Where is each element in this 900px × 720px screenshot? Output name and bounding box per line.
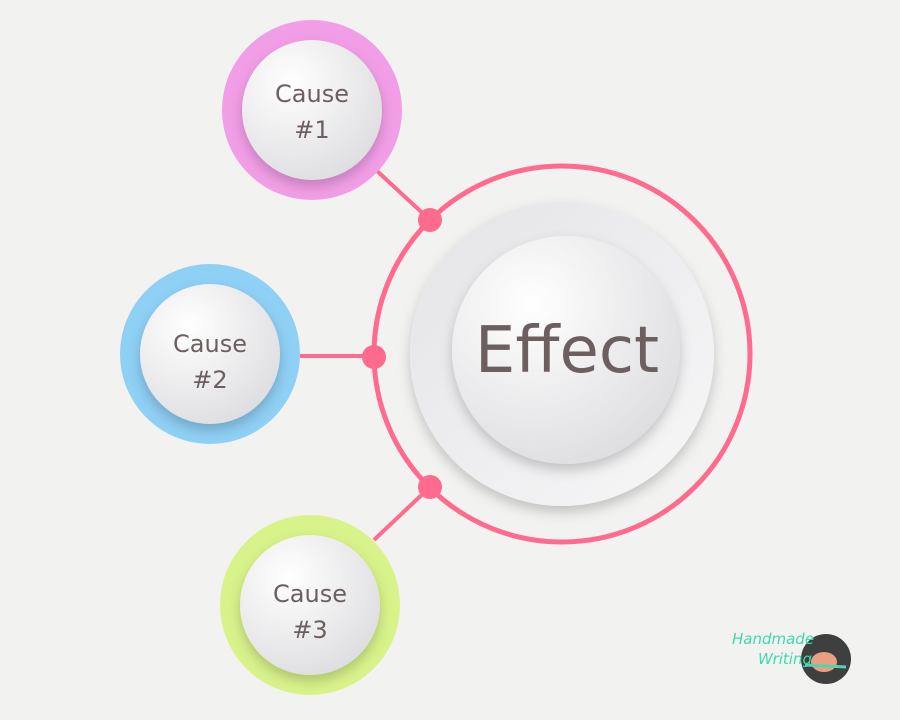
logo-text-line1: Handmade bbox=[732, 630, 814, 648]
connector-line-1 bbox=[374, 168, 432, 222]
cause-1-label-line2: #1 bbox=[294, 116, 329, 144]
cause-3-node: Cause #3 bbox=[220, 515, 400, 695]
cause-2-label-line1: Cause bbox=[173, 330, 247, 358]
cause-3-label-line1: Cause bbox=[273, 580, 347, 608]
cause-2-label-line2: #2 bbox=[192, 366, 227, 394]
connector-dot-3 bbox=[418, 475, 442, 499]
connector-dot-1 bbox=[418, 208, 442, 232]
cause-3-label-line2: #3 bbox=[292, 616, 327, 644]
handmade-writing-logo: Handmade Writing bbox=[732, 630, 851, 684]
effect-label: Effect bbox=[475, 314, 659, 388]
cause-2-node: Cause #2 bbox=[120, 264, 300, 444]
cause-1-node: Cause #1 bbox=[222, 20, 402, 200]
connector-dot-2 bbox=[362, 345, 386, 369]
effect-inner-disc bbox=[452, 236, 680, 464]
logo-text-line2: Writing bbox=[758, 650, 812, 668]
connector-line-3 bbox=[372, 485, 432, 542]
cause-1-label-line1: Cause bbox=[275, 80, 349, 108]
